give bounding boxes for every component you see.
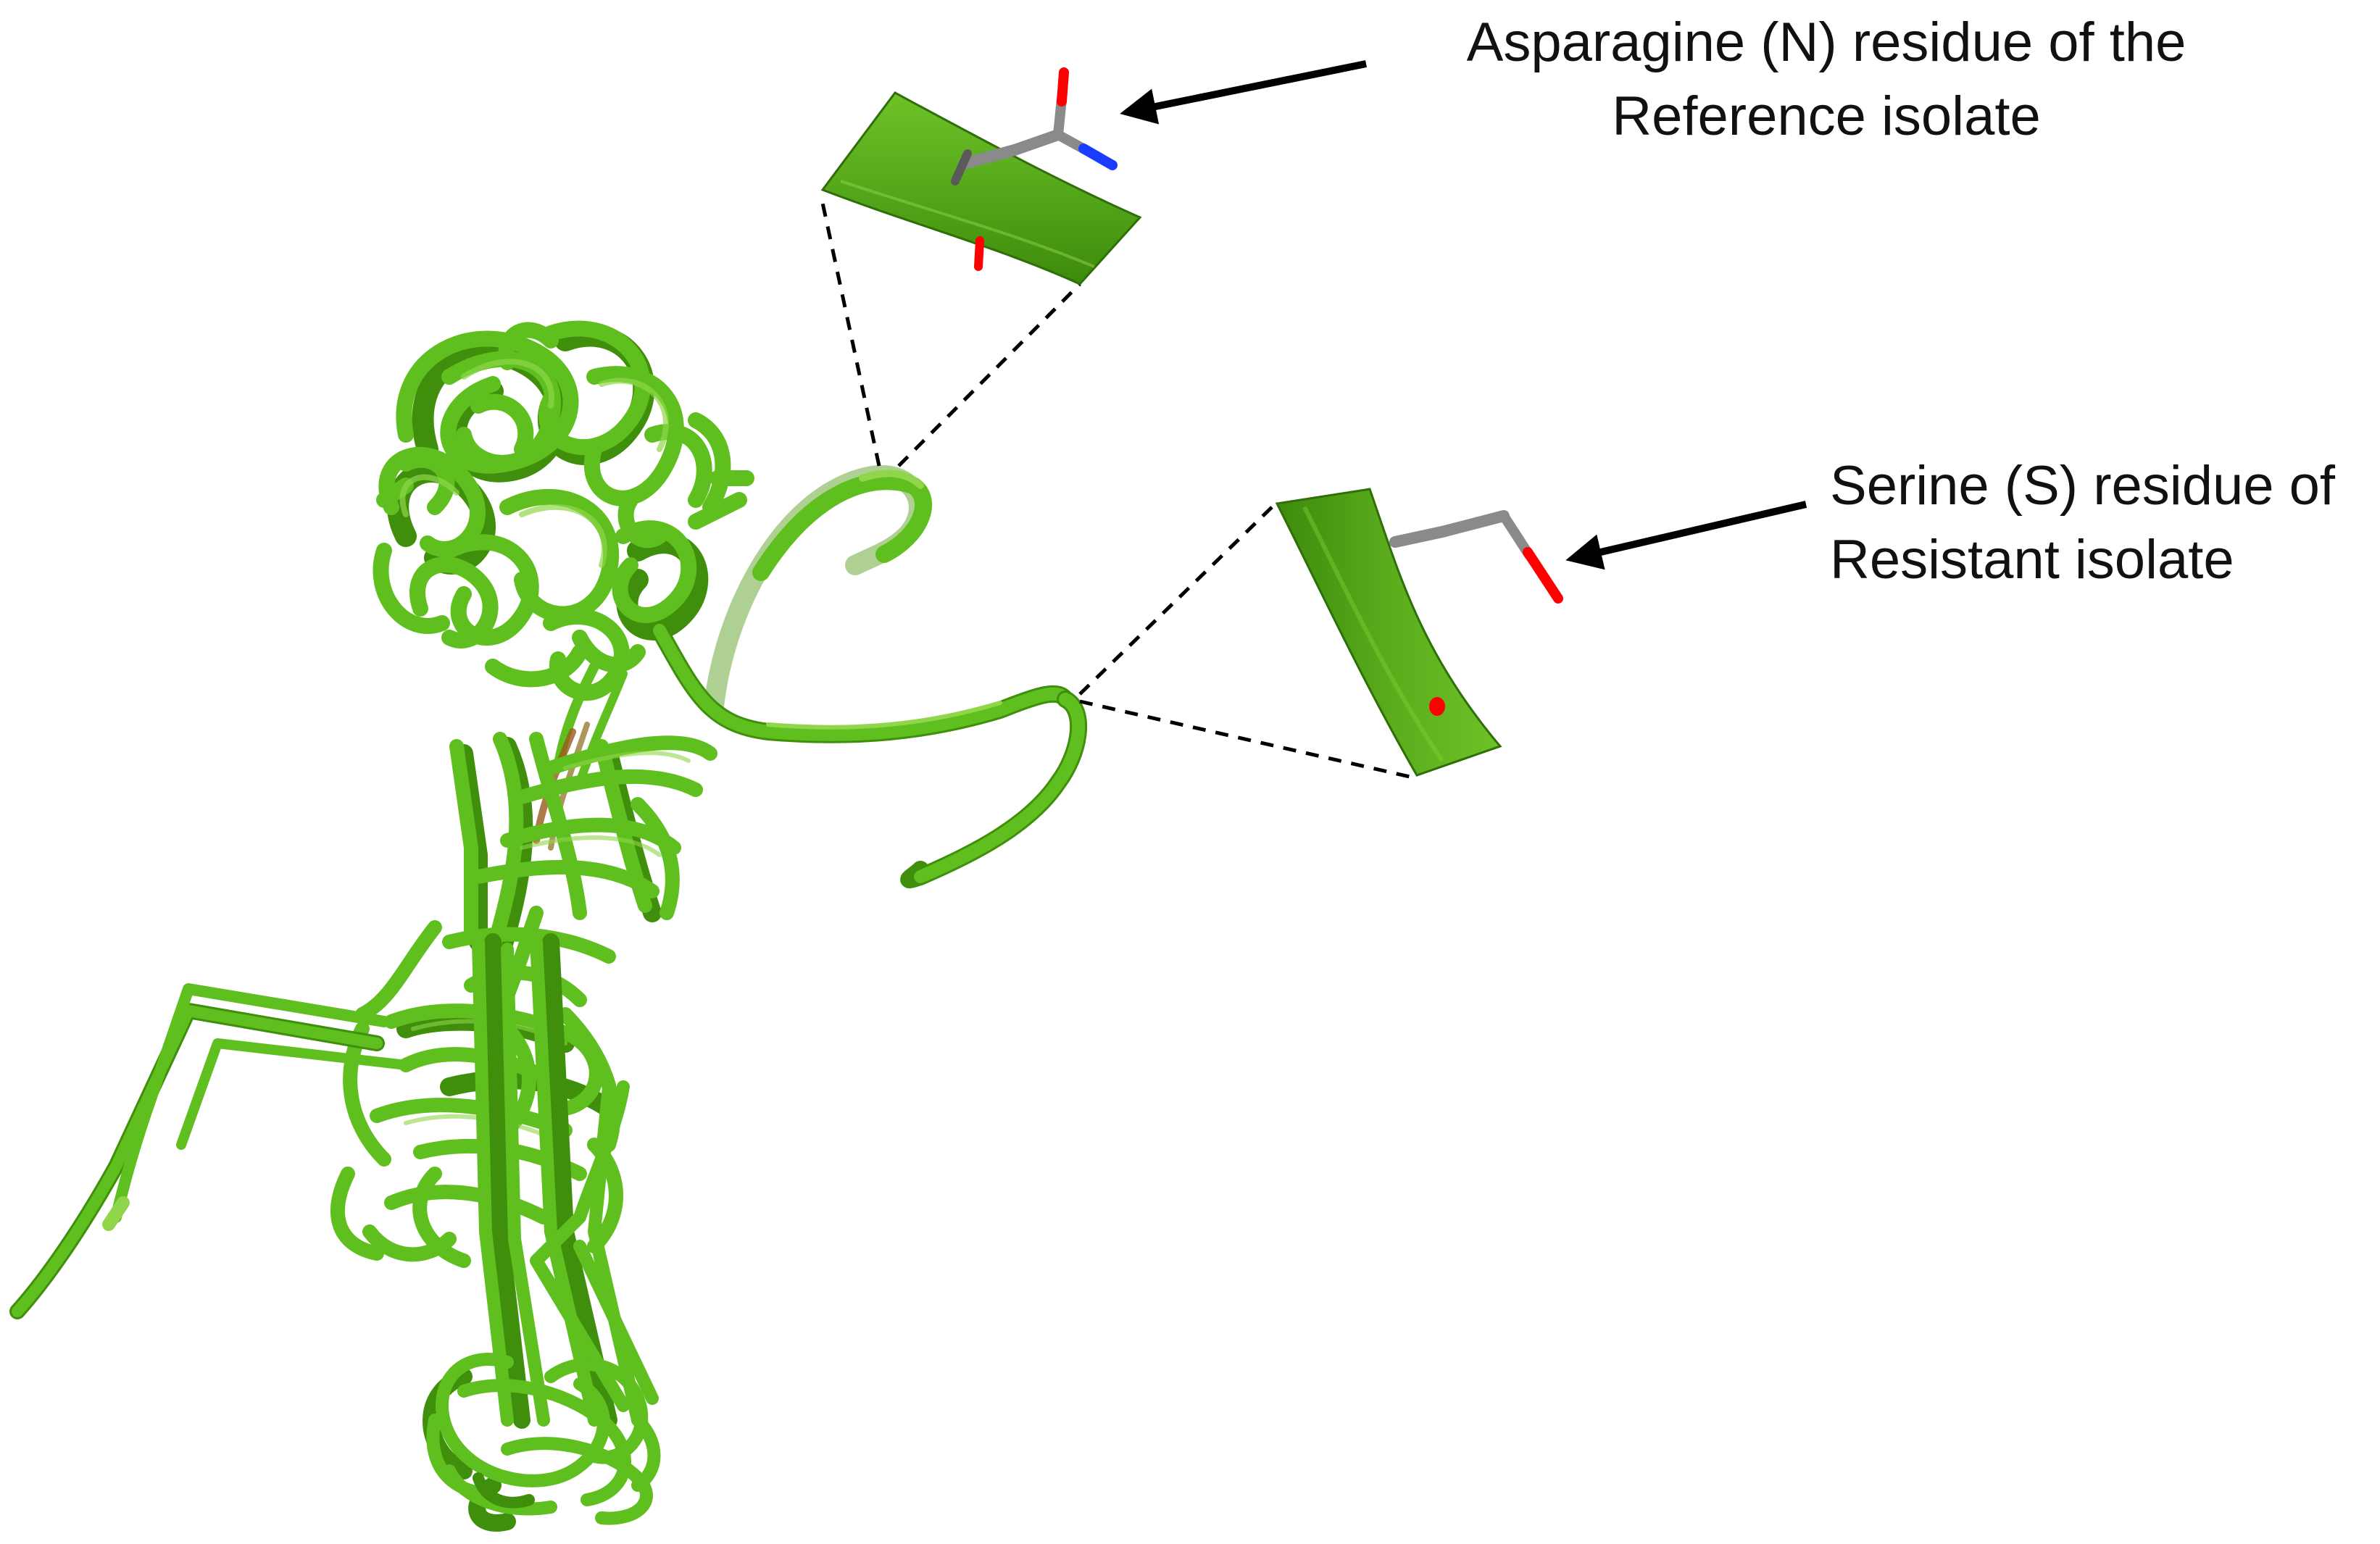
zoom-inset-resistant (1275, 488, 1563, 777)
protein-ribbon-left-arm (9, 983, 411, 1319)
annotation-arrows (1120, 60, 1807, 570)
zoom-line-resistant-top (1078, 506, 1273, 696)
zoom-line-reference-right (897, 283, 1081, 467)
reference-backbone-oxygen-icon (974, 236, 984, 271)
zoom-line-reference-left (820, 202, 881, 467)
protein-loop-lower (651, 622, 1088, 889)
arrow-to-serine (1565, 501, 1807, 570)
annotation-reference-line2: Reference isolate (1612, 85, 2041, 147)
resistant-backbone-oxygen-icon (1429, 697, 1445, 716)
annotation-resistant-label: Serine (S) residue of Resistant isolate (1830, 449, 2380, 597)
serine-sidechain-icon (1389, 510, 1563, 604)
zoom-line-resistant-bottom (1079, 699, 1410, 779)
annotation-resistant-line1: Serine (S) residue of (1830, 455, 2335, 517)
annotation-resistant-line2: Resistant isolate (1830, 529, 2234, 591)
protein-loop-upper (704, 465, 933, 717)
asparagine-sidechain-icon (951, 67, 1118, 185)
annotation-reference-line1: Asparagine (N) residue of the (1466, 12, 2186, 73)
protein-ribbon-head (373, 320, 754, 701)
protein-ribbon-body (355, 732, 717, 1036)
annotation-reference-label: Asparagine (N) residue of the Reference … (1399, 6, 2254, 154)
protein-ribbon-bottom (423, 1353, 661, 1532)
resistant-ribbon-segment (1275, 488, 1502, 777)
zoom-lines (820, 202, 1410, 779)
arrow-to-asparagine (1120, 60, 1367, 125)
zoom-inset-reference (820, 67, 1142, 285)
reference-ribbon-segment (820, 91, 1142, 285)
